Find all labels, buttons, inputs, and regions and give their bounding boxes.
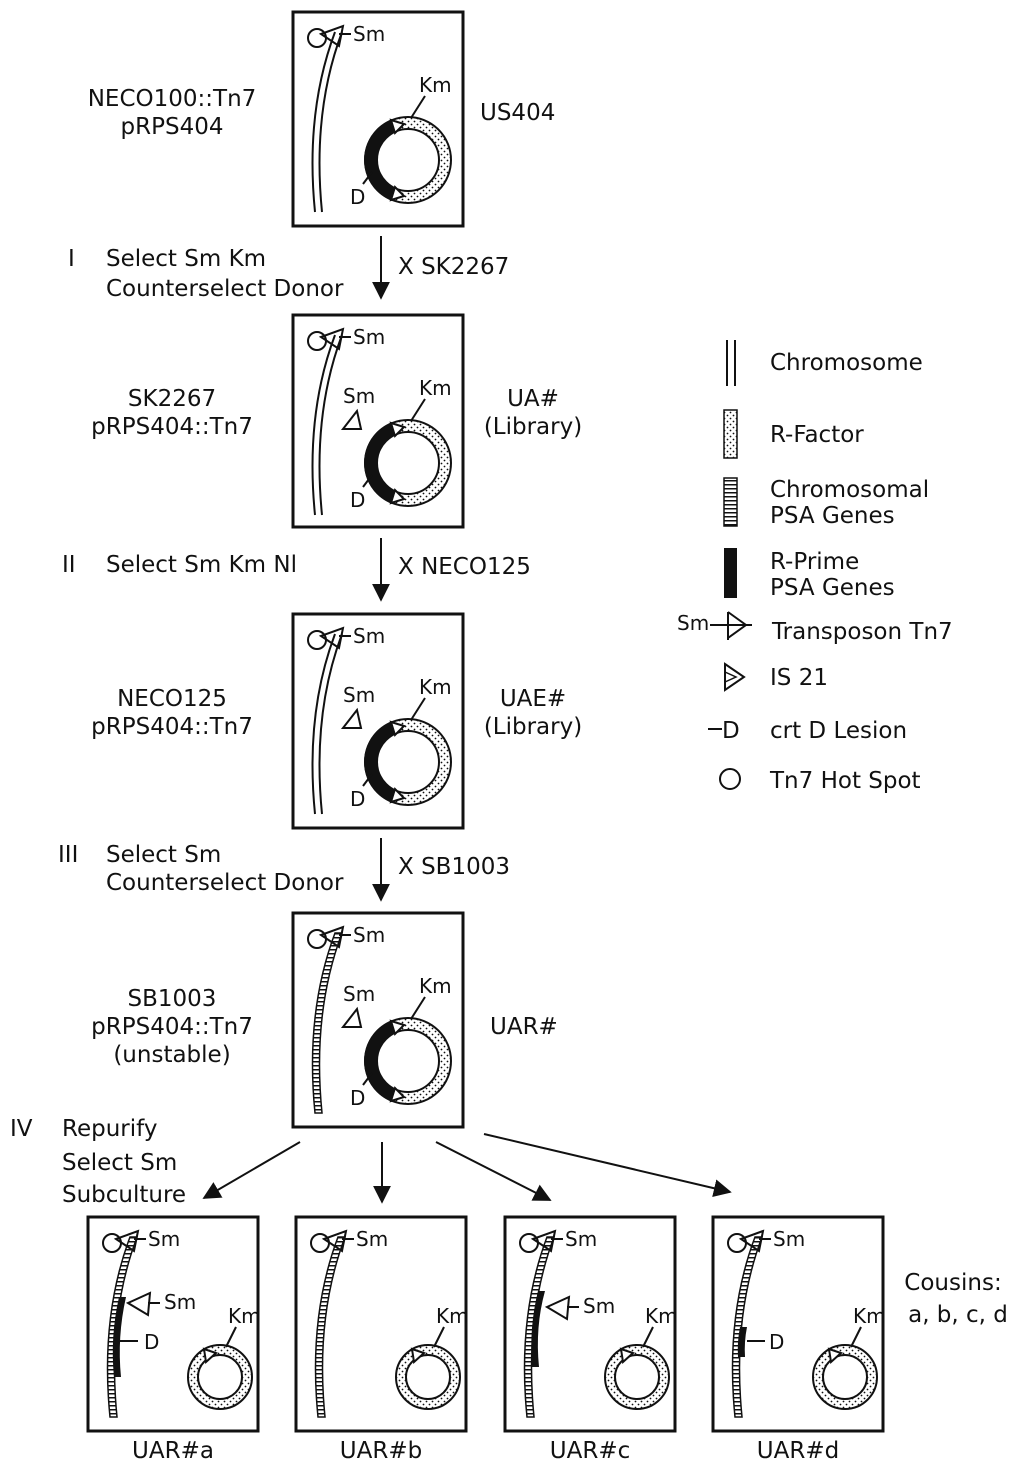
step-numeral: I: [68, 246, 75, 272]
legend-label: Tn7 Hot Spot: [769, 768, 921, 794]
step-instruction: Select Sm: [106, 842, 221, 868]
stage-4-cell: [293, 913, 463, 1127]
strain-name: SB1003: [128, 986, 217, 1012]
step-numeral: III: [58, 842, 78, 868]
stage-1-label: NECO100::Tn7 pRPS404: [88, 86, 257, 140]
svg-text:Sm: Sm: [583, 1294, 615, 1318]
strain-name: NECO125: [117, 686, 227, 712]
r-prime-psa-icon: [724, 548, 737, 598]
svg-text:D: D: [769, 1330, 784, 1354]
cousins-title: Cousins:: [904, 1270, 1001, 1296]
outcome-cell-d: D: [713, 1217, 886, 1431]
product-note: (Library): [484, 714, 582, 740]
legend-label: Chromosomal: [770, 477, 929, 503]
legend-label: R-Prime: [770, 549, 859, 575]
outcome-label: UAR#d: [757, 1438, 839, 1464]
legend-label: Chromosome: [770, 350, 923, 376]
legend-item-r-factor: R-Factor: [724, 410, 864, 458]
chromosomal-psa-icon: [724, 478, 737, 526]
step-instruction: Select Sm: [62, 1150, 177, 1176]
plasmid-name: pRPS404::Tn7: [91, 1014, 253, 1040]
svg-text:D: D: [144, 1330, 159, 1354]
stage-3-cell: [293, 614, 463, 828]
legend-label: IS 21: [770, 665, 828, 691]
legend-item-chromosome: Chromosome: [727, 340, 923, 386]
chromosome-icon: [727, 340, 735, 386]
legend-label: R-Factor: [770, 422, 864, 448]
stability-note: (unstable): [113, 1042, 230, 1068]
cross-label: X SB1003: [398, 854, 510, 880]
legend-label: crt D Lesion: [770, 718, 907, 744]
step-1: I Select Sm Km Counterselect Donor X SK2…: [68, 236, 509, 302]
product-note: (Library): [484, 414, 582, 440]
product-name: UAR#: [490, 1014, 558, 1040]
branch-arrow-a: [204, 1142, 300, 1198]
step-instruction: Select Sm Km Nl: [106, 552, 297, 578]
r-factor-icon: [724, 410, 737, 458]
product-name: US404: [480, 100, 555, 126]
hotspot-circle-icon: [720, 769, 740, 789]
step-instruction: Select Sm Km: [106, 246, 266, 272]
stage-3: NECO125 pRPS404::Tn7 UAE# (Library): [91, 614, 582, 828]
tn7-triangle-icon: [710, 612, 752, 640]
strain-name: NECO100::Tn7: [88, 86, 257, 112]
plasmid-name: pRPS404: [121, 114, 224, 140]
legend-label: PSA Genes: [770, 575, 895, 601]
stage-2-cell: [293, 315, 463, 527]
outcome-label: UAR#c: [550, 1438, 630, 1464]
strain-name: SK2267: [128, 386, 216, 412]
stage-4: SB1003 pRPS404::Tn7 (unstable) UAR#: [91, 913, 558, 1127]
branch-arrow-c: [436, 1142, 550, 1200]
step-4: IV Repurify Select Sm Subculture: [10, 1116, 730, 1208]
legend-label: Transposon Tn7: [771, 619, 953, 645]
branch-arrow-d: [484, 1134, 730, 1192]
step-3: III Select Sm Counterselect Donor X SB10…: [58, 838, 510, 900]
plasmid-name: pRPS404::Tn7: [91, 414, 253, 440]
product-name: UAE#: [500, 686, 566, 712]
step-2: II Select Sm Km Nl X NECO125: [62, 538, 531, 600]
plasmid-name: pRPS404::Tn7: [91, 714, 253, 740]
step-instruction: Counterselect Donor: [106, 276, 344, 302]
stage-2: SK2267 pRPS404::Tn7 UA# (Library): [91, 315, 582, 527]
outcome-cell-b: [296, 1217, 469, 1431]
stage-1: NECO100::Tn7 pRPS404 US404: [88, 12, 556, 226]
legend-prefix: Sm: [677, 611, 709, 635]
stage-1-cell: [293, 12, 463, 226]
cross-label: X SK2267: [398, 254, 509, 280]
outcome-label: UAR#a: [132, 1438, 214, 1464]
legend: Chromosome R-Factor Chromosomal PSA Gene…: [677, 340, 953, 794]
legend-label: PSA Genes: [770, 503, 895, 529]
outcomes: Sm D Sm D: [88, 1217, 1008, 1464]
outcome-cell-a: Sm D: [88, 1217, 261, 1431]
cousins-list: a, b, c, d: [908, 1302, 1008, 1328]
step-instruction: Subculture: [62, 1182, 186, 1208]
legend-prefix: D: [722, 718, 740, 744]
legend-item-tn7: Sm Transposon Tn7: [677, 611, 953, 645]
step-numeral: II: [62, 552, 76, 578]
legend-item-hotspot: Tn7 Hot Spot: [720, 768, 921, 794]
outcome-cell-c: Sm: [505, 1217, 678, 1431]
legend-item-crtd: D crt D Lesion: [708, 718, 907, 744]
legend-item-r-prime-psa: R-Prime PSA Genes: [724, 548, 895, 601]
legend-item-chromosomal-psa: Chromosomal PSA Genes: [724, 477, 929, 529]
svg-text:Sm: Sm: [164, 1290, 196, 1314]
step-instruction: Repurify: [62, 1116, 157, 1142]
cross-label: X NECO125: [398, 554, 531, 580]
step-numeral: IV: [10, 1116, 33, 1142]
step-instruction: Counterselect Donor: [106, 870, 344, 896]
product-name: UA#: [507, 386, 559, 412]
outcome-label: UAR#b: [340, 1438, 422, 1464]
legend-item-is21: IS 21: [725, 664, 828, 691]
